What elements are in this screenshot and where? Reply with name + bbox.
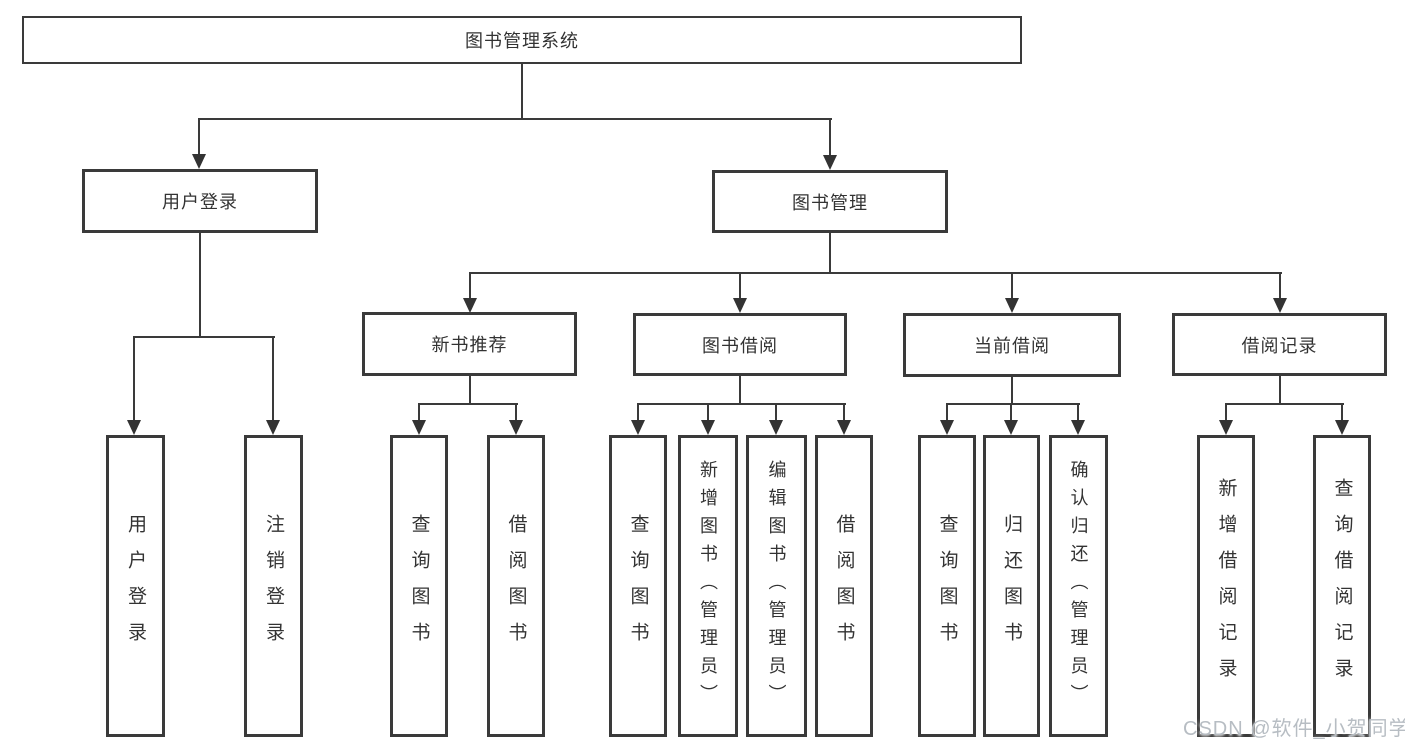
connector-line	[515, 403, 517, 421]
connector-line	[418, 403, 518, 405]
connector-line	[775, 403, 777, 421]
connector-line	[1279, 376, 1281, 404]
node-label: 图书管理系统	[465, 31, 579, 51]
node-label: 图书借阅	[702, 335, 778, 356]
connector-line	[946, 403, 1080, 405]
connector-line	[1341, 403, 1343, 421]
connector-line	[418, 403, 420, 421]
connector-line	[637, 403, 846, 405]
leaf-add-books-admin: 新增图书（管理员）	[678, 435, 738, 737]
leaf-label: 确认归还（管理员）	[1068, 460, 1089, 712]
node-label: 新书推荐	[431, 335, 508, 355]
connector-line	[1225, 403, 1227, 421]
connector-line	[1225, 403, 1344, 405]
connector-line	[739, 272, 741, 299]
connector-line	[469, 272, 1282, 274]
leaf-label: 注销登录	[263, 514, 284, 658]
leaf-label: 借阅图书	[505, 514, 527, 658]
connector-line	[469, 272, 471, 299]
connector-line	[1279, 272, 1281, 299]
leaf-label: 新增图书（管理员）	[698, 460, 718, 712]
connector-arrow	[769, 420, 783, 435]
connector-line	[521, 64, 523, 118]
connector-line	[843, 403, 845, 421]
connector-line	[469, 376, 471, 404]
connector-arrow	[1071, 420, 1085, 435]
node-label: 借阅记录	[1241, 335, 1318, 356]
leaf-query-books-current: 查询图书	[918, 435, 976, 737]
connector-line	[1010, 403, 1012, 421]
connector-line	[198, 118, 832, 120]
connector-line	[1011, 272, 1013, 299]
leaf-return-books: 归还图书	[983, 435, 1040, 737]
leaf-label: 编辑图书（管理员）	[766, 460, 787, 712]
leaf-label: 归还图书	[1001, 514, 1022, 658]
connector-line	[739, 376, 741, 404]
leaf-label: 用户登录	[125, 514, 146, 658]
leaf-user-login: 用户登录	[106, 435, 165, 737]
node-label: 图书管理	[792, 192, 868, 213]
node-user-login: 用户登录	[82, 169, 318, 233]
leaf-query-books-recommendation: 查询图书	[390, 435, 448, 737]
leaf-confirm-return-admin: 确认归还（管理员）	[1049, 435, 1108, 737]
connector-arrow	[1219, 420, 1233, 435]
connector-arrow	[940, 420, 954, 435]
leaf-label: 查询图书	[408, 514, 430, 658]
leaf-query-books-borrowing: 查询图书	[609, 435, 667, 737]
connector-line	[198, 118, 200, 155]
node-library-management-system: 图书管理系统	[22, 16, 1022, 64]
connector-arrow	[266, 420, 280, 435]
connector-arrow	[127, 420, 141, 435]
leaf-label: 新增借阅记录	[1215, 478, 1237, 694]
leaf-borrow-books: 借阅图书	[815, 435, 873, 737]
node-current-borrowing: 当前借阅	[903, 313, 1121, 377]
connector-line	[272, 336, 274, 421]
connector-arrow	[631, 420, 645, 435]
connector-line	[829, 233, 831, 274]
leaf-label: 查询图书	[627, 514, 649, 658]
leaf-logout: 注销登录	[244, 435, 303, 737]
connector-arrow	[509, 420, 523, 435]
connector-arrow	[192, 154, 206, 169]
leaf-label: 查询图书	[936, 514, 958, 658]
connector-line	[1077, 403, 1079, 421]
node-book-management: 图书管理	[712, 170, 948, 233]
leaf-query-borrow-record: 查询借阅记录	[1313, 435, 1371, 737]
connector-arrow	[837, 420, 851, 435]
csdn-watermark: CSDN @软件_小贺同学	[1183, 718, 1405, 740]
node-new-book-recommendation: 新书推荐	[362, 312, 577, 376]
node-book-borrowing: 图书借阅	[633, 313, 847, 376]
connector-line	[199, 233, 201, 337]
connector-arrow	[1273, 298, 1287, 313]
connector-arrow	[1004, 420, 1018, 435]
connector-arrow	[412, 420, 426, 435]
node-borrowing-records: 借阅记录	[1172, 313, 1387, 376]
leaf-label: 借阅图书	[833, 514, 855, 658]
connector-arrow	[1005, 298, 1019, 313]
leaf-borrow-books-recommendation: 借阅图书	[487, 435, 545, 737]
connector-arrow	[1335, 420, 1349, 435]
connector-arrow	[733, 298, 747, 313]
connector-arrow	[701, 420, 715, 435]
leaf-add-borrow-record: 新增借阅记录	[1197, 435, 1255, 737]
leaf-label: 查询借阅记录	[1331, 478, 1353, 694]
connector-line	[133, 336, 275, 338]
connector-line	[133, 336, 135, 421]
connector-line	[946, 403, 948, 421]
connector-line	[637, 403, 639, 421]
connector-line	[1011, 377, 1013, 404]
leaf-edit-books-admin: 编辑图书（管理员）	[746, 435, 807, 737]
connector-line	[829, 118, 831, 156]
connector-arrow	[823, 155, 837, 170]
connector-line	[707, 403, 709, 421]
node-label: 用户登录	[162, 192, 238, 212]
connector-arrow	[463, 298, 477, 313]
node-label: 当前借阅	[974, 336, 1050, 356]
